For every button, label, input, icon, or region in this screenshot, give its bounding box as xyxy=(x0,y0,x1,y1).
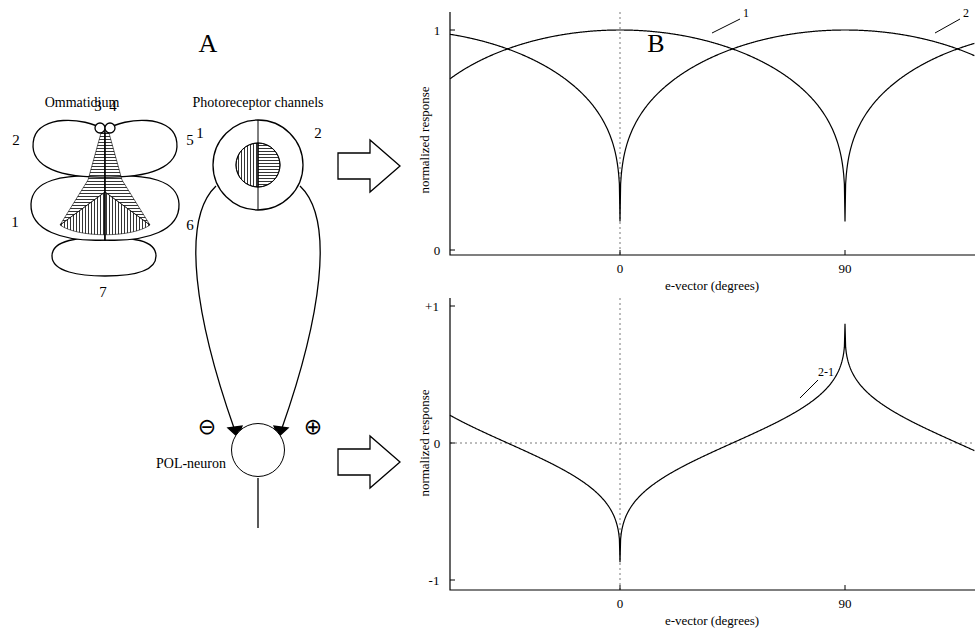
channel-number: 1 xyxy=(196,126,204,141)
axis-title: e-vector (degrees) xyxy=(665,614,759,627)
curve-label: 2-1 xyxy=(818,366,834,378)
cell-number: 2 xyxy=(12,133,20,148)
tick xyxy=(450,250,455,251)
cell-number: 3 xyxy=(94,99,102,114)
response-curve xyxy=(450,30,974,221)
panel-letter: B xyxy=(647,31,664,57)
panel-title: Ommatidium xyxy=(45,96,120,110)
tick-label: 90 xyxy=(839,262,852,275)
leader-line xyxy=(935,19,960,33)
tick xyxy=(450,443,455,444)
leader-line xyxy=(800,380,818,398)
ommatidium-drawing xyxy=(31,120,179,276)
neuron-label: POL-neuron xyxy=(156,457,226,471)
axis-title: normalized response xyxy=(418,389,431,496)
tick-label: 90 xyxy=(839,597,852,610)
cell-number: 4 xyxy=(109,99,117,114)
cell-number: 1 xyxy=(11,215,19,230)
tick-label: 0 xyxy=(434,437,441,450)
axis-frame xyxy=(450,298,975,590)
axis-title: normalized response xyxy=(418,86,431,193)
leader-line xyxy=(712,19,740,33)
difference-curve xyxy=(450,324,974,562)
axis-frame xyxy=(450,12,975,255)
tick-label: 0 xyxy=(434,244,441,257)
tick-label: 0 xyxy=(617,597,624,610)
tick xyxy=(845,250,846,255)
tick xyxy=(845,585,846,590)
tick xyxy=(620,585,621,590)
curve-label: 2 xyxy=(963,7,969,19)
inhibitory-sign: ⊖ xyxy=(198,416,216,438)
excitatory-sign: ⊕ xyxy=(304,416,322,438)
tick-label: 1 xyxy=(434,24,441,37)
tick xyxy=(450,580,455,581)
tick-label: -1 xyxy=(429,574,440,587)
hollow-arrow xyxy=(338,140,400,488)
panel-letter: A xyxy=(199,31,218,57)
curve-label: 1 xyxy=(743,7,749,19)
tick xyxy=(620,250,621,255)
tick-label: 0 xyxy=(617,262,624,275)
cell-number: 5 xyxy=(186,133,194,148)
axis-title: e-vector (degrees) xyxy=(665,279,759,292)
response-plots xyxy=(450,12,975,590)
tick-label: +1 xyxy=(425,300,439,313)
zero-line xyxy=(450,443,975,444)
response-curve xyxy=(450,30,974,221)
panel-title: Photoreceptor channels xyxy=(192,96,323,110)
neuron-circle: POL-neuron xyxy=(231,423,285,477)
tick xyxy=(450,306,455,307)
channel-number: 2 xyxy=(314,126,322,141)
cell-number: 6 xyxy=(186,218,194,233)
tick xyxy=(450,30,455,31)
cell-number: 7 xyxy=(99,285,107,300)
